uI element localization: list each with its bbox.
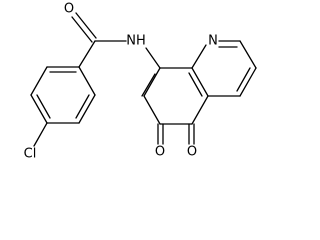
ring-bond xyxy=(78,66,96,96)
ring-bond xyxy=(191,44,207,69)
ring-bond xyxy=(78,94,96,124)
ring-bond xyxy=(30,66,48,96)
quinoline-nitrogen-label: N xyxy=(208,34,218,49)
ring-bond xyxy=(191,95,209,125)
ring-bond-inner xyxy=(36,94,51,119)
amide-nitrogen-label: NH xyxy=(126,34,146,49)
chlorophenyl-ring xyxy=(30,66,96,147)
bond-n-c8 xyxy=(145,47,161,69)
structure-svg: O NH N Cl O O xyxy=(24,2,257,162)
ring-bond-fused xyxy=(191,67,209,97)
ring-bond xyxy=(143,95,161,125)
ring-bond xyxy=(239,67,257,97)
amide-group xyxy=(71,12,161,69)
quinone-ring xyxy=(141,67,209,145)
ring-bond-fused-inner xyxy=(188,72,203,97)
bond-c-o-double-a xyxy=(75,12,97,39)
ring-bond-inner xyxy=(236,67,251,92)
ring-bond xyxy=(30,94,48,124)
ring-bond-inner xyxy=(141,73,156,97)
quinone-oxygen-6-label: O xyxy=(155,145,165,160)
ring-bond-inner xyxy=(75,94,90,119)
quinone-oxygen-5-label: O xyxy=(187,145,197,160)
chlorine-label: Cl xyxy=(24,147,37,162)
bond-c-o-double-b xyxy=(71,16,93,43)
bond-c-aryl xyxy=(78,40,96,68)
ring-bond xyxy=(143,67,161,97)
bond-c-cl xyxy=(33,122,48,147)
molecule-drawing: O NH N Cl O O xyxy=(24,2,257,162)
pyridine-ring xyxy=(191,40,257,97)
carbonyl-oxygen-label: O xyxy=(64,2,74,17)
ring-bond xyxy=(239,40,257,69)
